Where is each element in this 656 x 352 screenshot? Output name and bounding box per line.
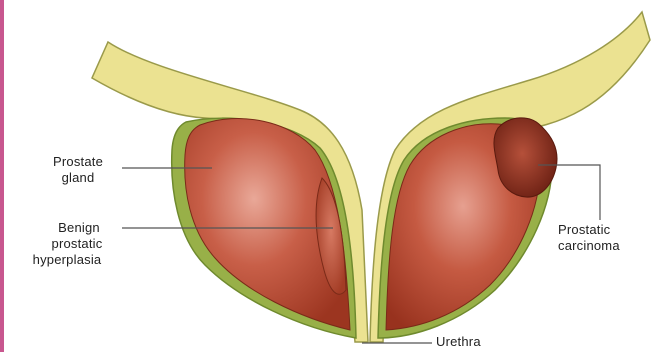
label-bph: Benign prostatic hyperplasia [4,220,124,268]
carcinoma-mass [494,118,557,197]
label-urethra: Urethra [436,334,481,350]
label-prostate-gland: Prostate gland [38,154,118,186]
label-carcinoma: Prostatic carcinoma [558,222,654,254]
